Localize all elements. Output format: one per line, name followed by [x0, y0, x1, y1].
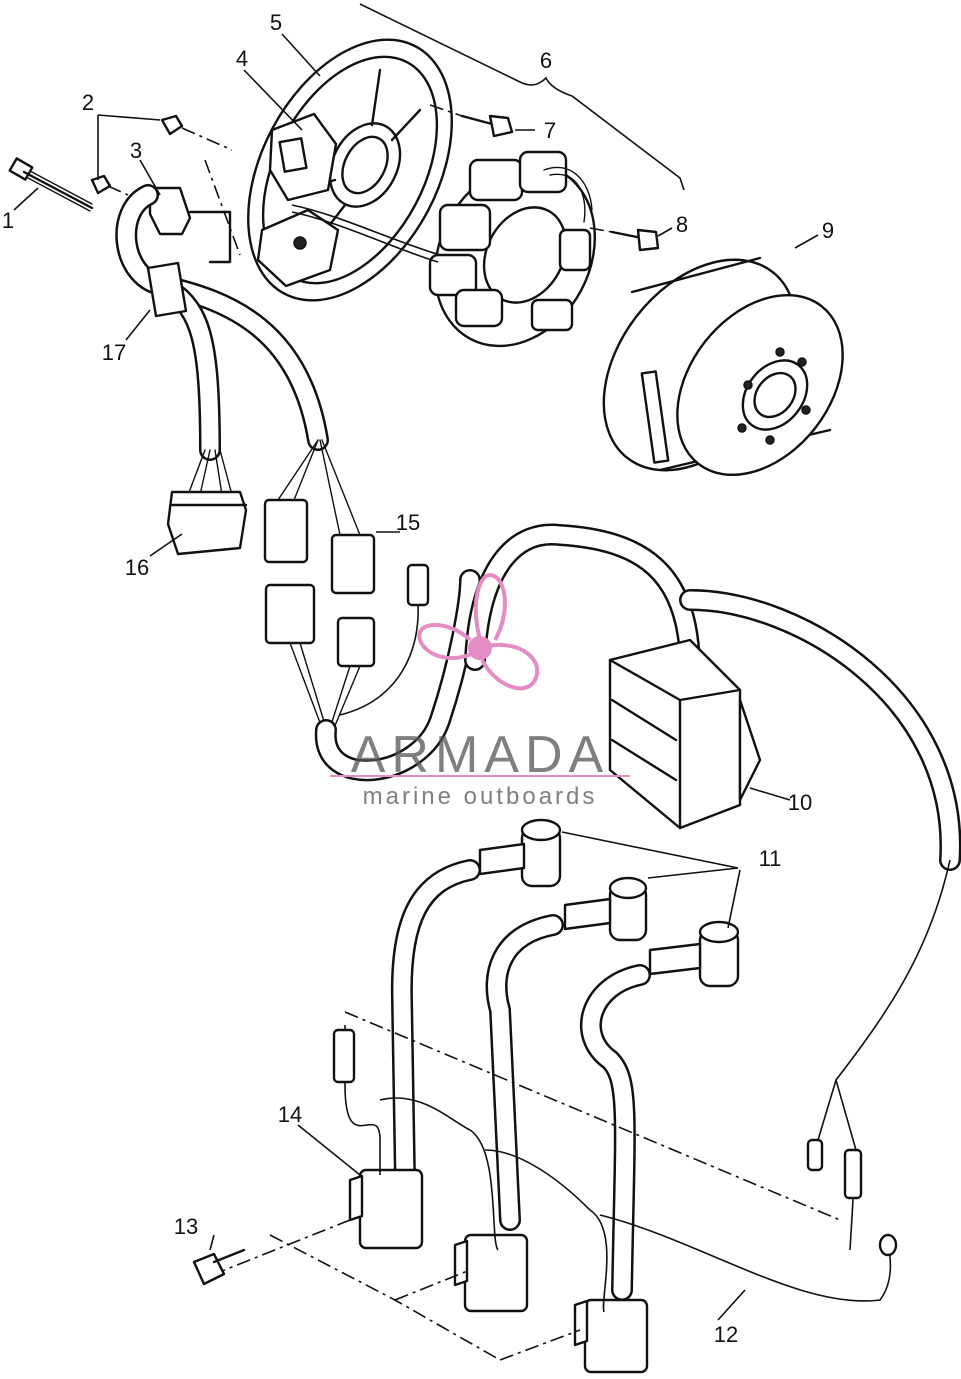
callout-13: 13	[174, 1214, 198, 1239]
part-9-flywheel	[602, 256, 844, 477]
part-12-ground-wire	[599, 859, 951, 1302]
propeller-logo-icon	[417, 572, 540, 691]
stator-base-plate	[247, 38, 453, 302]
ground-cable	[314, 563, 481, 782]
callout-2: 2	[82, 90, 94, 115]
callout-labels: 1 2 3 4 5 6 7 8 9 10 11 12 13 14 15 16 1…	[2, 10, 834, 1347]
callout-6: 6	[540, 48, 552, 73]
part-10-cdi-unit	[608, 638, 762, 830]
part-11-plug-caps	[478, 818, 740, 988]
callout-1: 1	[2, 208, 14, 233]
high-tension-leads	[390, 859, 651, 1301]
callout-8: 8	[676, 212, 688, 237]
callout-9: 9	[822, 218, 834, 243]
part-8-screw	[589, 227, 660, 252]
callout-15: 15	[396, 510, 420, 535]
part-16-connector	[166, 449, 248, 556]
callout-7: 7	[544, 118, 556, 143]
stator-coil-assembly	[291, 150, 597, 348]
part-7-screw	[429, 104, 514, 138]
part-1-screw	[8, 157, 94, 212]
callout-4: 4	[236, 46, 248, 71]
part-6-bracket	[359, 3, 685, 191]
stator-harness	[115, 184, 329, 461]
assembly-guide-lines	[204, 159, 841, 1361]
part-13-bolt	[192, 1248, 246, 1286]
armada-watermark: ARMADA marine outboards	[330, 572, 630, 810]
part-3-clamp	[107, 185, 232, 264]
watermark-subtitle: marine outboards	[363, 783, 598, 810]
callout-16: 16	[125, 555, 149, 580]
part-2-screws	[90, 114, 233, 195]
leader-lines	[13, 33, 819, 1321]
callout-12: 12	[714, 1322, 738, 1347]
callout-17: 17	[102, 340, 126, 365]
callout-10: 10	[788, 790, 812, 815]
callout-5: 5	[270, 10, 282, 35]
callout-14: 14	[278, 1102, 302, 1127]
callout-11: 11	[759, 846, 782, 871]
watermark-title: ARMADA	[351, 726, 609, 784]
cdi-cable	[464, 523, 961, 871]
callout-3: 3	[130, 138, 142, 163]
part-14-ignition-coils	[332, 1025, 649, 1374]
part-15-connectors	[263, 439, 376, 729]
